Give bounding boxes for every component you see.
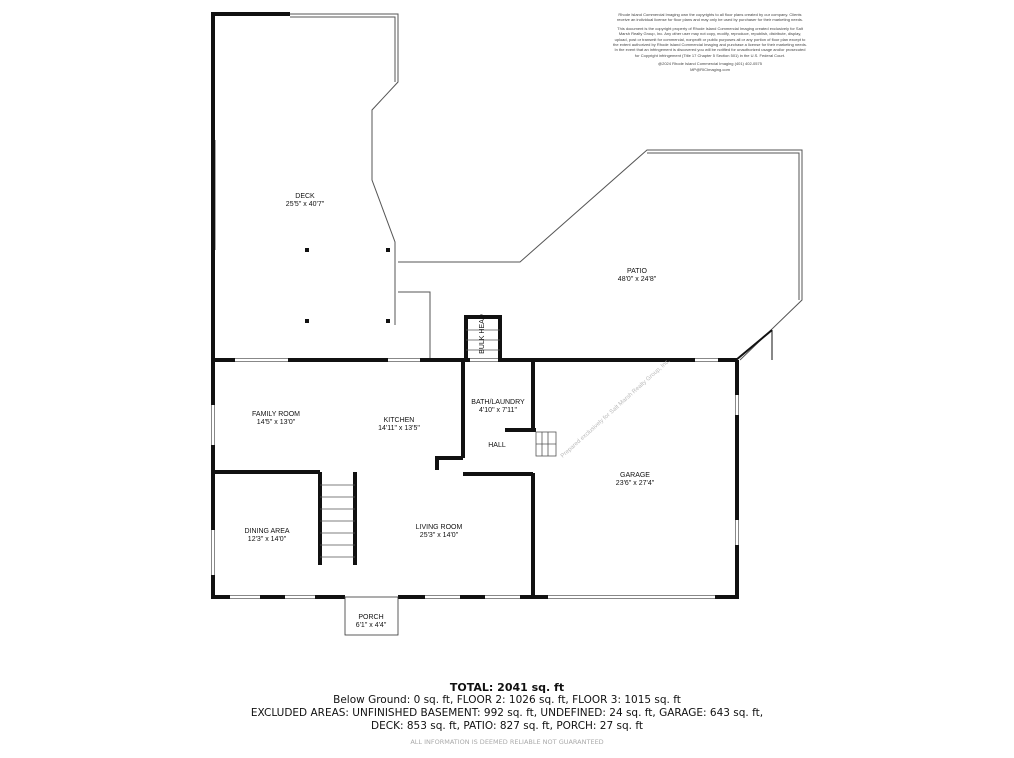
room-dims: 48'0" x 24'8" [617,276,657,283]
room-dims: 4'10" x 7'11" [479,407,517,414]
room-hall: HALL [488,442,506,449]
room-dims: 25'3" x 14'0" [419,532,459,539]
room-name: DECK [295,193,315,200]
room-dims: 25'5" x 40'7" [285,201,325,208]
walls [211,12,773,599]
deck-posts [305,248,390,323]
room-name: PATIO [627,268,647,275]
summary-line-1: Below Ground: 0 sq. ft, FLOOR 2: 1026 sq… [333,694,681,706]
windows-doors [211,358,739,599]
copyright-p2: This document is the copyright property … [613,25,807,58]
room-dims: 14'5" x 13'0" [256,419,296,426]
total-area: TOTAL: 2041 sq. ft [449,681,565,694]
room-name: KITCHEN [383,417,415,424]
stairs [320,329,557,636]
room-name: FAMILY ROOM [252,411,300,418]
room-dims: 12'3" x 14'0" [247,536,287,543]
room-bulkhead: BULK HEAD [479,314,486,354]
copyright-p1: Rhode Island Commercial Imaging own the … [616,12,804,23]
disclaimer: ALL INFORMATION IS DEEMED RELIABLE NOT G… [410,738,604,746]
summary-line-2: EXCLUDED AREAS: UNFINISHED BASEMENT: 992… [250,707,764,719]
copyright-notice: Rhode Island Commercial Imaging own the … [612,12,808,75]
room-dims: 6'1" x 4'4" [355,622,387,629]
room-name: PORCH [358,614,384,621]
room-name: GARAGE [620,472,650,479]
copyright-p3: @2024 Rhode Island Commercial Imaging (4… [658,61,762,67]
room-name: LIVING ROOM [415,524,463,531]
copyright-p4: MP@RICImaging.com [690,66,730,72]
room-dims: 14'11" x 13'5" [378,425,420,432]
summary-line-3: DECK: 853 sq. ft, PATIO: 827 sq. ft, POR… [371,720,643,732]
room-dims: 23'6" x 27'4" [615,480,655,487]
room-name: DINING AREA [244,528,290,535]
area-summary: TOTAL: 2041 sq. ft Below Ground: 0 sq. f… [0,681,1014,733]
room-name: BATH/LAUNDRY [471,399,525,406]
